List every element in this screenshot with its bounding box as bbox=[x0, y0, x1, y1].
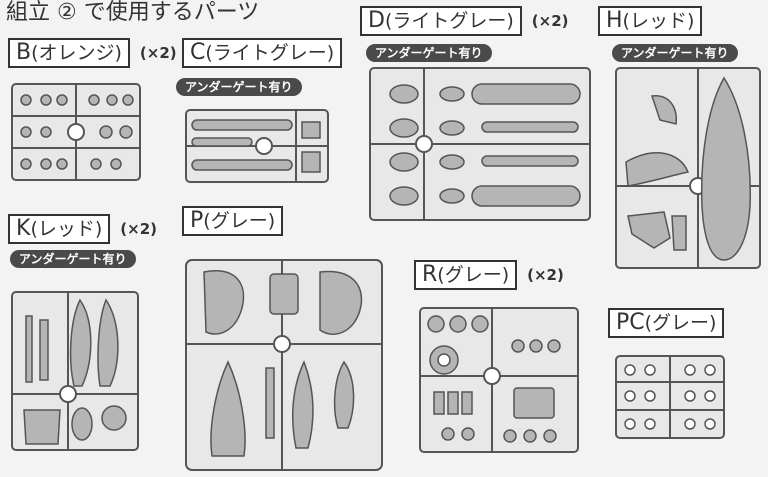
runner-name-box: C(ライトグレー) bbox=[182, 38, 343, 68]
runner-name-box: R(グレー) bbox=[414, 260, 518, 290]
runner-name-box: K(レッド) bbox=[8, 214, 111, 244]
runner-color: (グレー) bbox=[644, 312, 717, 334]
runner-label-r: R(グレー) (×2) bbox=[414, 260, 564, 290]
runner-color: (グレー) bbox=[203, 210, 276, 232]
runner-label-d: D(ライトグレー) (×2) bbox=[360, 6, 569, 36]
runner-name-box: B(オレンジ) bbox=[8, 38, 130, 68]
runner-name-box: D(ライトグレー) bbox=[360, 6, 522, 36]
runner-label-k: K(レッド) (×2) bbox=[8, 214, 157, 244]
runner-letter: B bbox=[16, 40, 32, 65]
runner-color: (レッド) bbox=[30, 218, 103, 240]
runner-label-b: B(オレンジ) (×2) bbox=[8, 38, 177, 68]
runner-letter: D bbox=[368, 8, 385, 33]
runner-label-c: C(ライトグレー) bbox=[182, 38, 343, 68]
runner-count: (×2) bbox=[139, 44, 177, 62]
runner-name-box: P(グレー) bbox=[182, 206, 284, 236]
runner-pc-sprue bbox=[615, 355, 725, 439]
runner-color: (ライトグレー) bbox=[384, 10, 514, 32]
runner-letter: H bbox=[606, 8, 623, 33]
runner-color: (オレンジ) bbox=[31, 42, 122, 64]
runner-label-p: P(グレー) bbox=[182, 206, 284, 236]
runner-label-pc: PC(グレー) bbox=[608, 308, 725, 338]
runner-color: (レッド) bbox=[622, 10, 695, 32]
runner-letter: C bbox=[190, 40, 206, 65]
runner-r-sprue bbox=[419, 307, 579, 453]
undergate-badge-d: アンダーゲート有り bbox=[366, 44, 492, 62]
section-header: 組立 ② で使用するパーツ bbox=[6, 0, 260, 25]
runner-label-h: H(レッド) bbox=[598, 6, 703, 36]
runner-letter: PC bbox=[616, 310, 645, 335]
runner-letter: K bbox=[16, 216, 31, 241]
runner-c-sprue bbox=[185, 109, 329, 183]
runner-k-sprue bbox=[11, 291, 139, 451]
runner-count: (×2) bbox=[120, 220, 157, 238]
runner-h-sprue bbox=[615, 67, 761, 269]
undergate-badge-k: アンダーゲート有り bbox=[10, 250, 136, 268]
runner-p-sprue bbox=[185, 259, 383, 471]
runner-letter: R bbox=[422, 262, 438, 287]
runner-letter: P bbox=[190, 208, 204, 233]
runner-count: (×2) bbox=[531, 12, 569, 30]
runner-name-box: PC(グレー) bbox=[608, 308, 725, 338]
runner-color: (ライトグレー) bbox=[205, 42, 335, 64]
runner-b-sprue bbox=[11, 83, 141, 181]
undergate-badge-c: アンダーゲート有り bbox=[176, 78, 302, 96]
undergate-badge-h: アンダーゲート有り bbox=[612, 44, 738, 62]
runner-d-sprue bbox=[369, 67, 591, 221]
runner-count: (×2) bbox=[527, 266, 564, 284]
runner-color: (グレー) bbox=[437, 264, 510, 286]
runner-name-box: H(レッド) bbox=[598, 6, 703, 36]
